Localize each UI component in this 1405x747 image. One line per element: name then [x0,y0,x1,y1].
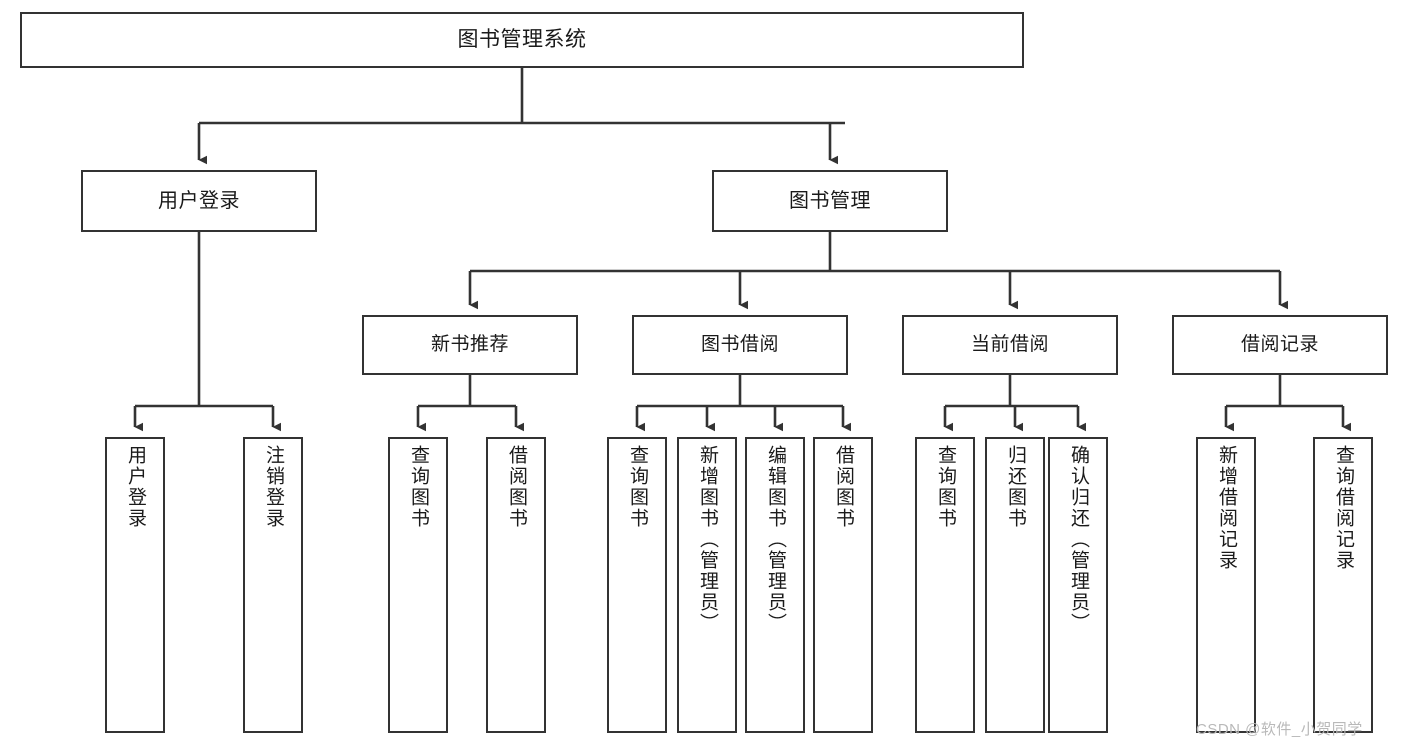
node-label: 查询借阅记录 [1332,445,1354,571]
node-label: 当前借阅 [970,334,1049,356]
leaf-node[interactable]: 新增图书（管理员） [677,437,737,733]
node-label: 用户登录 [124,445,146,529]
node-label: 新增借阅记录 [1215,445,1237,571]
csdn-watermark: CSDN @软件_小贺同学 [1196,721,1363,738]
node-label: 借阅图书 [832,445,854,529]
edges-level2-to-level3 [468,232,1288,310]
node-label: 图书管理系统 [457,28,587,52]
edges-newbook-to-leaves [416,375,524,432]
node-label: 查询图书 [934,445,956,529]
node-label: 借阅图书 [505,445,527,529]
leaf-node[interactable]: 借阅图书 [813,437,873,733]
node-label: 归还图书 [1004,445,1026,529]
leaf-node[interactable]: 查询图书 [915,437,975,733]
node-user-login[interactable]: 用户登录 [81,170,317,232]
node-new-book-recommend[interactable]: 新书推荐 [362,315,578,375]
edges-records-to-leaves [1224,375,1351,432]
edges-userlogin-to-leaves [133,232,281,432]
leaf-node[interactable]: 借阅图书 [486,437,546,733]
node-root-system[interactable]: 图书管理系统 [20,12,1024,68]
leaf-node[interactable]: 用户登录 [105,437,165,733]
node-book-borrow[interactable]: 图书借阅 [632,315,848,375]
leaf-node[interactable]: 新增借阅记录 [1196,437,1256,733]
leaf-node[interactable]: 编辑图书（管理员） [745,437,805,733]
leaf-node[interactable]: 确认归还（管理员） [1048,437,1108,733]
edges-current-to-leaves [943,375,1086,432]
edges-borrow-to-leaves [635,375,851,432]
node-label: 查询图书 [407,445,429,529]
leaf-node[interactable]: 查询借阅记录 [1313,437,1373,733]
node-label: 新书推荐 [430,334,509,356]
leaf-node[interactable]: 注销登录 [243,437,303,733]
node-label: 查询图书 [626,445,648,529]
node-label: 编辑图书（管理员） [764,445,786,634]
node-label: 注销登录 [262,445,284,529]
node-label: 图书管理 [789,189,871,212]
leaf-node[interactable]: 查询图书 [607,437,667,733]
node-borrow-records[interactable]: 借阅记录 [1172,315,1388,375]
node-label: 用户登录 [158,189,240,212]
node-book-management[interactable]: 图书管理 [712,170,948,232]
leaf-node[interactable]: 查询图书 [388,437,448,733]
edges-root-to-level2 [197,68,845,165]
node-label: 确认归还（管理员） [1067,445,1089,634]
node-label: 新增图书（管理员） [696,445,718,634]
node-label: 借阅记录 [1240,334,1319,356]
leaf-node[interactable]: 归还图书 [985,437,1045,733]
node-current-borrow[interactable]: 当前借阅 [902,315,1118,375]
node-label: 图书借阅 [700,334,779,356]
